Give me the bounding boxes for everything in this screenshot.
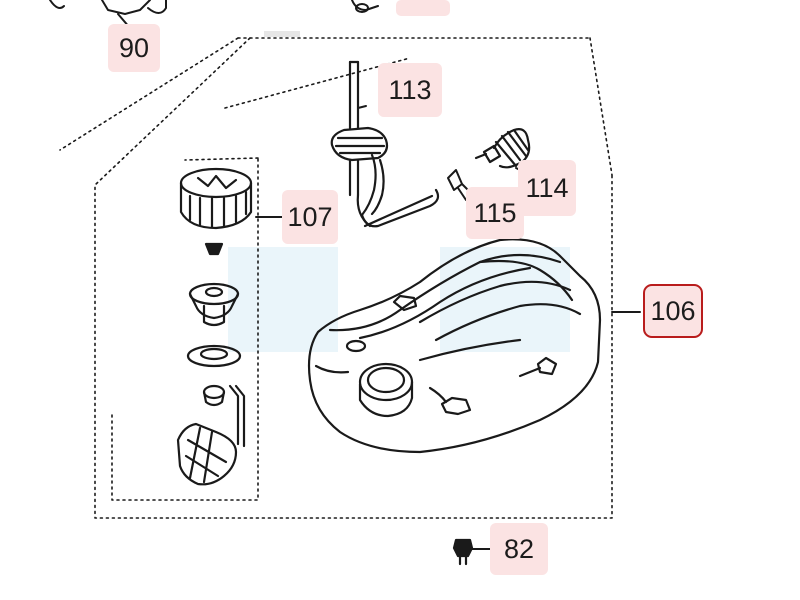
border-gap-marker xyxy=(264,31,300,37)
fuel-cap-assembly-part xyxy=(176,167,253,486)
assembly-border-dotted xyxy=(59,37,613,519)
fuel-tank-part xyxy=(307,238,602,454)
top-center-part-fragment xyxy=(351,0,379,13)
callout-82[interactable]: 82 xyxy=(490,523,548,575)
small-clip-part xyxy=(447,169,469,191)
top-right-callout-fragment xyxy=(396,0,450,16)
bolt-part xyxy=(452,538,474,566)
callout-106[interactable]: 106 xyxy=(643,284,703,338)
callout-114[interactable]: 114 xyxy=(518,160,576,216)
fuel-filter-part xyxy=(474,128,531,169)
watermark-block-left xyxy=(228,247,338,352)
callout-90[interactable]: 90 xyxy=(108,24,160,72)
fuel-pipe-assembly xyxy=(330,60,440,228)
callout-113[interactable]: 113 xyxy=(378,63,442,117)
callout-115[interactable]: 115 xyxy=(466,187,524,239)
callout-107[interactable]: 107 xyxy=(282,190,338,244)
